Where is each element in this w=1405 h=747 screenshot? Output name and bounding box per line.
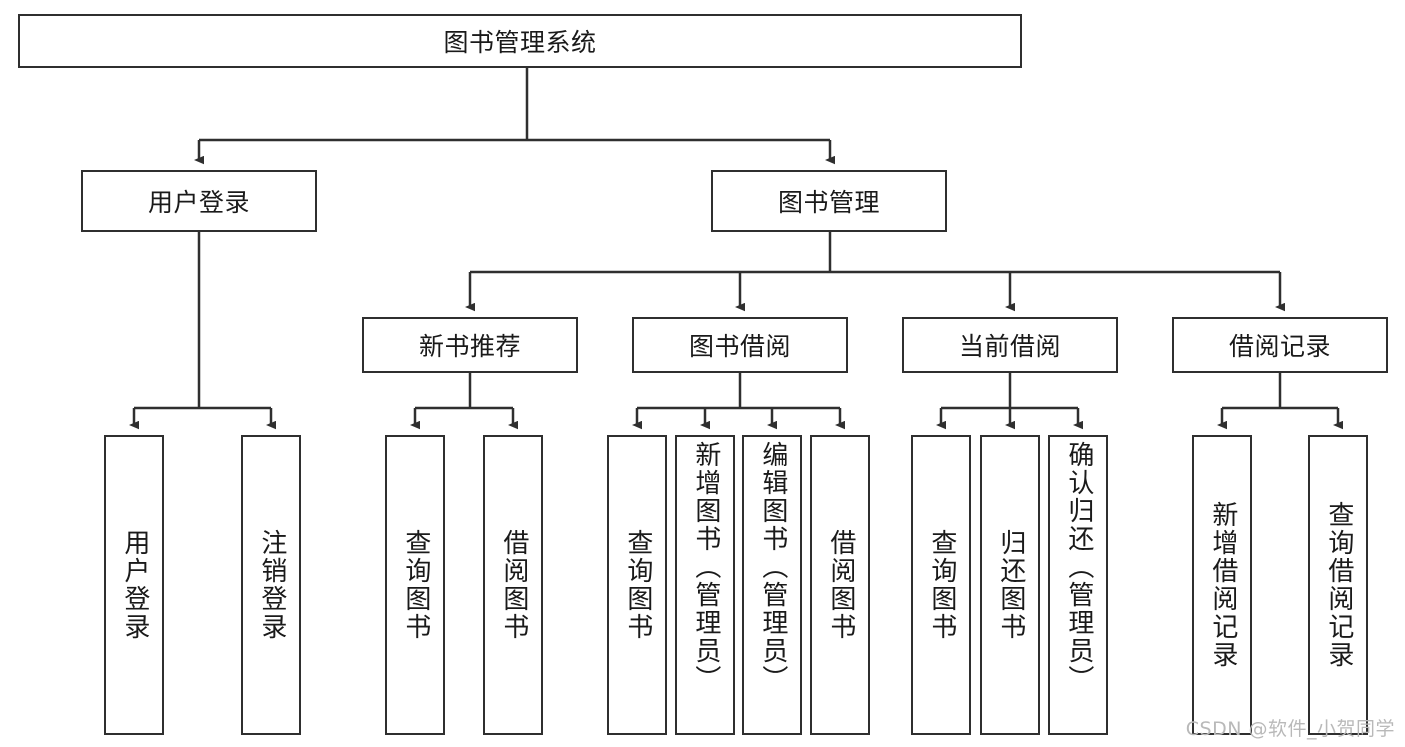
leaf-content: 借阅图书 [485,437,541,733]
leaf-label: 编辑图书（管理员） [757,441,788,693]
leaf-content: 借阅图书 [812,437,868,733]
leaf-label: 借阅图书 [825,529,856,641]
leaf-book-borrow-borrow-book[interactable]: 借阅图书 [810,435,870,735]
leaf-label: 注销登录 [256,529,287,641]
leaf-user-login-logout[interactable]: 注销登录 [241,435,301,735]
leaf-label: 查询图书 [622,529,653,641]
leaf-content: 编辑图书（管理员） [744,437,800,737]
node-label: 新书推荐 [418,332,521,361]
leaf-label: 用户登录 [119,529,150,641]
leaf-content: 用户登录 [106,437,162,733]
node-borrow-records[interactable]: 借阅记录 [1172,317,1388,373]
node-label: 用户登录 [147,188,250,217]
leaf-content: 新增借阅记录 [1194,437,1250,733]
node-book-borrow[interactable]: 图书借阅 [632,317,848,373]
leaf-new-book-borrow-book[interactable]: 借阅图书 [483,435,543,735]
leaf-content: 注销登录 [243,437,299,733]
leaf-book-borrow-edit-book-admin[interactable]: 编辑图书（管理员） [742,435,802,735]
leaf-label: 确认归还（管理员） [1063,441,1094,693]
csdn-watermark: CSDN @软件_小贺同学 [1185,718,1395,740]
leaf-label: 新增借阅记录 [1207,501,1238,669]
leaf-borrow-records-add-record[interactable]: 新增借阅记录 [1192,435,1252,735]
node-current-borrow[interactable]: 当前借阅 [902,317,1118,373]
leaf-content: 查询图书 [913,437,969,733]
leaf-content: 新增图书（管理员） [677,437,733,737]
node-new-book-recommend[interactable]: 新书推荐 [362,317,578,373]
node-user-login[interactable]: 用户登录 [81,170,317,232]
leaf-label: 新增图书（管理员） [690,441,721,693]
leaf-book-borrow-query-book[interactable]: 查询图书 [607,435,667,735]
node-label: 借阅记录 [1228,332,1331,361]
node-label: 当前借阅 [958,332,1061,361]
leaf-label: 归还图书 [995,529,1026,641]
node-book-management[interactable]: 图书管理 [711,170,947,232]
leaf-label: 查询借阅记录 [1323,501,1354,669]
node-label: 图书管理 [777,188,880,217]
node-label: 图书借阅 [688,332,791,361]
leaf-content: 查询图书 [387,437,443,733]
leaf-new-book-query-book[interactable]: 查询图书 [385,435,445,735]
leaf-user-login-login[interactable]: 用户登录 [104,435,164,735]
leaf-current-borrow-return-book[interactable]: 归还图书 [980,435,1040,735]
leaf-content: 确认归还（管理员） [1050,437,1106,737]
leaf-content: 查询借阅记录 [1310,437,1366,733]
leaf-current-borrow-confirm-return-admin[interactable]: 确认归还（管理员） [1048,435,1108,735]
leaf-borrow-records-query-record[interactable]: 查询借阅记录 [1308,435,1368,735]
node-root-book-management-system[interactable]: 图书管理系统 [18,14,1022,68]
node-label: 图书管理系统 [443,28,597,57]
leaf-content: 查询图书 [609,437,665,733]
leaf-label: 查询图书 [400,529,431,641]
leaf-label: 借阅图书 [498,529,529,641]
leaf-current-borrow-query-book[interactable]: 查询图书 [911,435,971,735]
leaf-label: 查询图书 [926,529,957,641]
leaf-book-borrow-add-book-admin[interactable]: 新增图书（管理员） [675,435,735,735]
leaf-content: 归还图书 [982,437,1038,733]
